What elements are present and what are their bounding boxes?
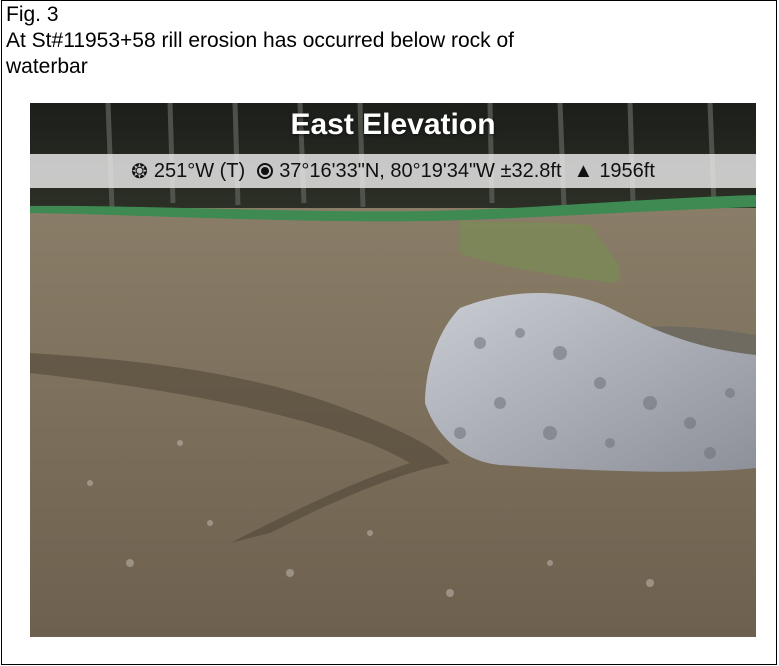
photo-scene (30, 103, 756, 637)
gravel-scatter (87, 440, 654, 597)
coordinates-value: 37°16'33"N, 80°19'34"W ±32.8ft (279, 159, 562, 182)
figure-caption: Fig. 3 At St#11953+58 rill erosion has o… (6, 2, 746, 80)
elevation-value: 1956ft (599, 159, 655, 182)
rock-waterbar (425, 293, 756, 472)
figure-number: Fig. 3 (6, 3, 59, 26)
heading-value: 251°W (T) (153, 159, 246, 182)
caption-line-2: waterbar (6, 55, 88, 78)
gps-info-bar: ❂ 251°W (T) 37°16'33"N, 80°19'34"W ±32.8… (30, 154, 756, 188)
location-dot-icon (257, 163, 274, 179)
compass-icon: ❂ (131, 160, 148, 183)
silt-fence (30, 195, 756, 222)
site-photo: East Elevation ❂ 251°W (T) 37°16'33"N, 8… (30, 103, 756, 637)
caption-line-1: At St#11953+58 rill erosion has occurred… (6, 29, 514, 52)
rill-erosion (30, 353, 450, 543)
grass-strip (460, 221, 621, 283)
rock-texture (454, 328, 735, 459)
photo-title: East Elevation (290, 108, 496, 141)
triangle-up-icon: ▲ (573, 159, 594, 182)
